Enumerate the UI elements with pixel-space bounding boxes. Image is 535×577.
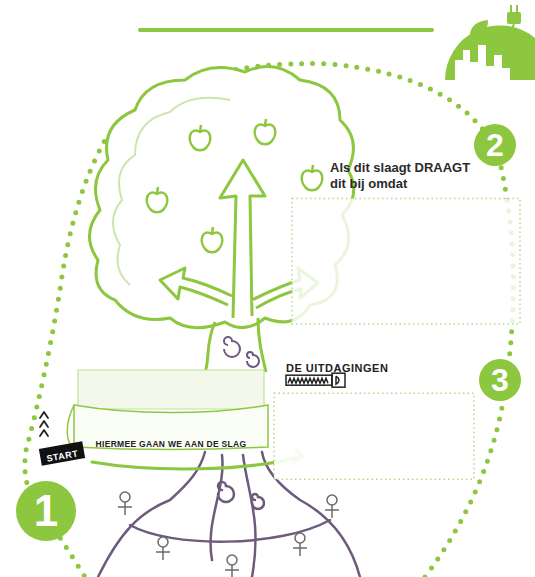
tool-icon — [286, 373, 345, 387]
start-tag: START — [39, 441, 85, 465]
green-swoosh — [92, 450, 302, 469]
node-outline — [72, 368, 270, 450]
canopy-inner-line — [113, 98, 230, 285]
node-label: DE UITDAGINGEN — [286, 362, 388, 375]
person-head — [120, 492, 130, 502]
dotted-box — [292, 199, 520, 325]
callout-disc — [474, 124, 516, 166]
logo-icon — [445, 5, 535, 80]
caret — [40, 430, 48, 436]
callout-circle: 1 — [15, 480, 77, 542]
root — [211, 455, 223, 560]
callout-disc — [479, 359, 521, 401]
banner: HIERMEE GAAN WE AAN DE SLAG — [72, 368, 270, 450]
apple — [202, 227, 223, 252]
header-rule — [140, 28, 432, 32]
root — [98, 452, 205, 577]
skyline — [455, 45, 510, 80]
apple — [255, 119, 276, 144]
trunk — [205, 322, 215, 372]
person-head — [295, 533, 305, 543]
apple — [147, 187, 168, 212]
swirl — [252, 494, 264, 509]
plug — [507, 12, 521, 24]
person-head — [327, 495, 337, 505]
person-body — [325, 505, 339, 518]
swirl — [247, 352, 259, 367]
callout-circle: 2 — [473, 123, 517, 167]
plug-prong — [516, 5, 518, 12]
node-label: HIERMEE GAAN WE AAN DE SLAG — [96, 439, 247, 449]
dotted-box — [274, 393, 474, 479]
callout-number: 3 — [478, 358, 522, 402]
banner-panel — [78, 370, 264, 409]
growth-arrow — [160, 268, 232, 305]
swirl — [218, 482, 234, 502]
callout-number: 1 — [15, 480, 77, 542]
person-body — [225, 565, 239, 577]
callout-disc — [16, 481, 76, 541]
swirl — [224, 337, 240, 357]
person-body — [293, 543, 307, 556]
caret — [40, 412, 48, 418]
node-outline — [272, 358, 476, 481]
start-carets — [40, 412, 48, 436]
plug-prong — [510, 5, 512, 12]
apple — [302, 165, 323, 190]
banner-band — [74, 405, 268, 450]
root — [243, 455, 256, 577]
trunk-swirls — [224, 337, 259, 367]
leaf — [470, 20, 488, 40]
banner-curl — [67, 405, 74, 447]
person-head — [227, 555, 237, 565]
apple — [190, 125, 211, 150]
plug-cord — [506, 24, 514, 34]
callout-circle: 3 — [478, 358, 522, 402]
callout-number: 2 — [473, 123, 517, 167]
person-body — [118, 502, 132, 515]
person-body — [156, 547, 170, 560]
answer-box: Als dit slaagt DRAAGT dit bij omdat — [290, 156, 522, 326]
person-head — [158, 537, 168, 547]
caret — [40, 421, 48, 427]
challenge-box: DE UITDAGINGEN — [272, 358, 476, 481]
logo-disc — [445, 25, 535, 80]
people — [118, 492, 339, 577]
